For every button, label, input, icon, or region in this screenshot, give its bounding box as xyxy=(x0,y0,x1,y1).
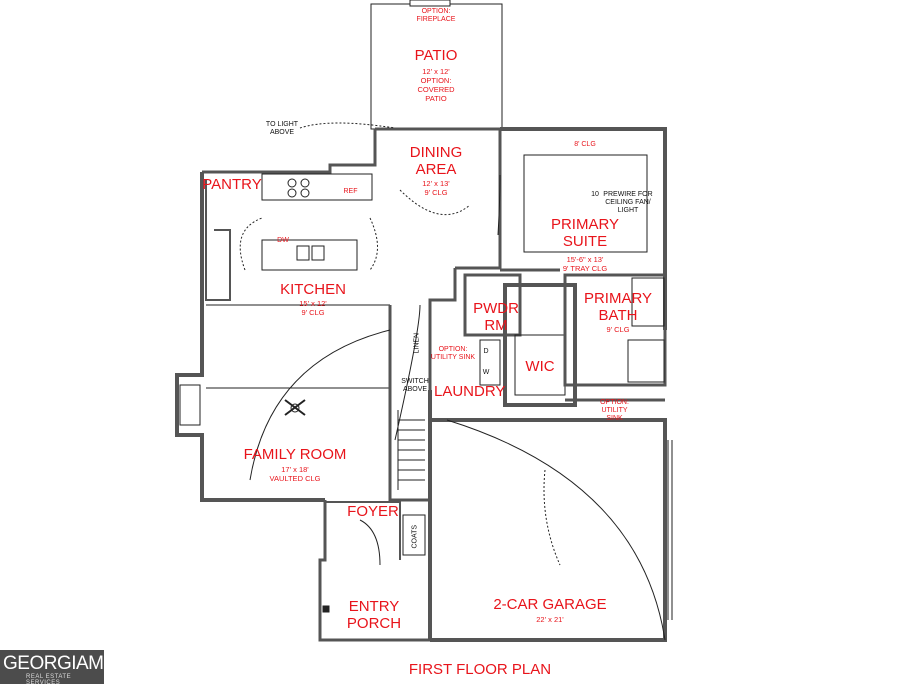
coats-label: COATS xyxy=(411,524,419,549)
logo-text: GEORGIAMLS xyxy=(3,653,126,674)
family-room-label: FAMILY ROOM xyxy=(243,446,347,463)
entry-porch-label: ENTRY PORCH xyxy=(346,598,402,632)
patio-dim: 12' x 12' OPTION: COVERED PATIO xyxy=(417,67,455,103)
plan-title: FIRST FLOOR PLAN xyxy=(408,661,552,678)
powder-room-label: PWDR RM xyxy=(473,300,519,334)
primary-bath-dim: 9' CLG xyxy=(606,325,630,334)
fan-number: 10 xyxy=(591,191,599,198)
georgia-mls-logo: GEORGIAMLS REAL ESTATE SERVICES xyxy=(0,650,126,686)
laundry-utility-sink-note: OPTION: UTILITY SINK xyxy=(430,346,476,361)
tray-ceiling-outline xyxy=(523,154,648,253)
foyer-label: FOYER xyxy=(347,503,399,520)
patio-label: PATIO xyxy=(414,47,458,64)
family-room-dim: 17' x 18' VAULTED CLG xyxy=(269,465,321,483)
dining-dim: 12' x 13' 9' CLG xyxy=(422,179,450,197)
garage-dim: 22' x 21' xyxy=(536,615,564,624)
switch-above-note: SWITCH ABOVE xyxy=(401,378,429,393)
kitchen-dim: 15' x 12' 9' CLG xyxy=(299,299,327,317)
fireplace-option-note: OPTION: FIREPLACE xyxy=(416,8,456,23)
dryer-note: D xyxy=(483,348,489,355)
garage-label: 2-CAR GARAGE xyxy=(493,596,607,613)
primary-suite-label: PRIMARY SUITE xyxy=(550,216,620,250)
dining-label: DINING AREA xyxy=(409,144,463,178)
to-light-note: TO LIGHT ABOVE xyxy=(265,121,299,136)
dw-note: DW xyxy=(277,237,289,244)
garage-utility-sink-note: OPTION: UTILITY SINK xyxy=(600,399,629,422)
washer-note: W xyxy=(482,369,490,376)
laundry-label: LAUNDRY xyxy=(434,383,506,400)
wic-label: WIC xyxy=(525,358,555,375)
logo-subtext: REAL ESTATE SERVICES xyxy=(26,674,72,686)
kitchen-label: KITCHEN xyxy=(280,281,346,298)
linen-label: LINEN xyxy=(413,332,421,354)
primary-bath-label: PRIMARY BATH xyxy=(583,290,653,324)
suite-ceiling-note: 8' CLG xyxy=(574,141,596,148)
pantry-label: PANTRY xyxy=(202,176,262,193)
ref-note: REF xyxy=(343,188,358,195)
prewire-note: PREWIRE FOR CEILING FAN/ LIGHT xyxy=(603,191,653,214)
primary-suite-dim: 15'-6" x 13' 9' TRAY CLG xyxy=(562,255,608,273)
